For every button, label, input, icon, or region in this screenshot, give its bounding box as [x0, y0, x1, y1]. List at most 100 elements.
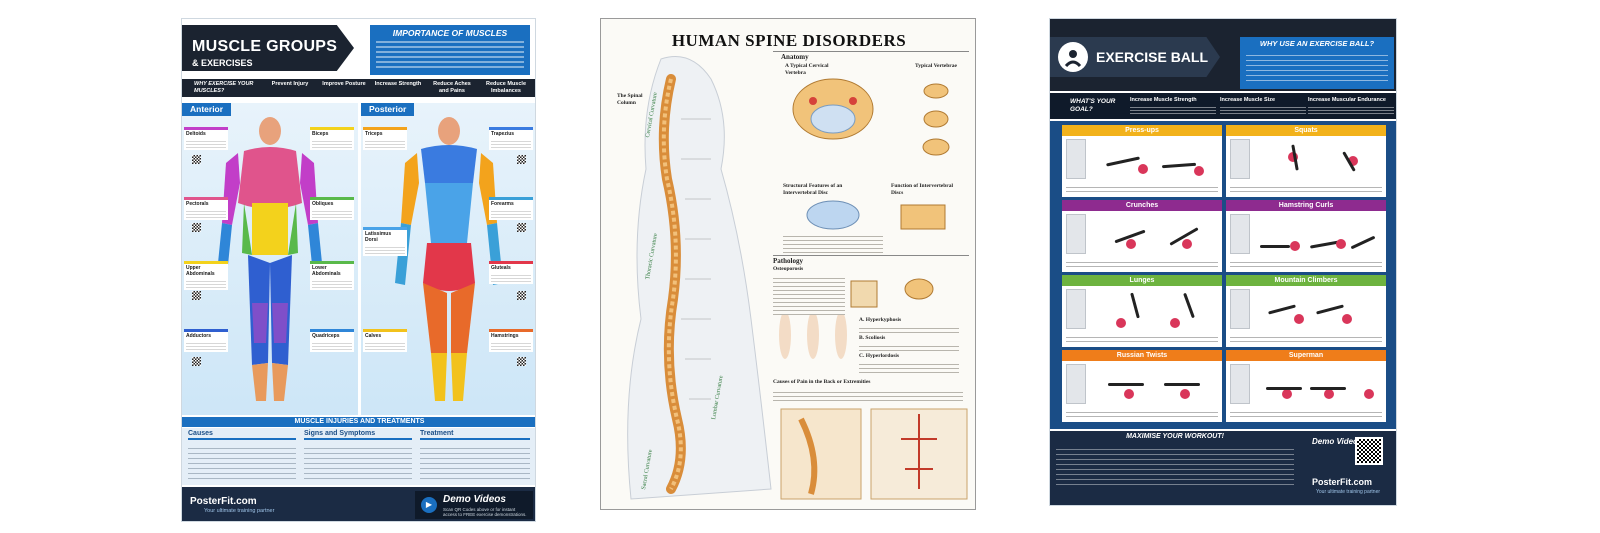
- demo-videos-box[interactable]: ▶ Demo Videos Scan QR Codes above or for…: [415, 491, 533, 519]
- person-figure: [1266, 387, 1302, 390]
- person-figure: [1316, 304, 1344, 315]
- qr-code-icon[interactable]: [192, 223, 201, 232]
- label-spinal-column: The Spinal Column: [617, 93, 643, 106]
- injury-column: Signs and Symptoms: [304, 430, 412, 483]
- muscle-label-triceps: Triceps: [363, 127, 407, 150]
- brand-logo[interactable]: PosterFit.com: [1312, 477, 1373, 487]
- injury-column-title: Causes: [188, 430, 296, 440]
- exercise-ball-icon: [1058, 42, 1088, 72]
- injury-column-title: Treatment: [420, 430, 530, 440]
- label-typical-vertebrae: Typical Vertebrae: [915, 63, 957, 69]
- qr-code-icon[interactable]: [192, 357, 201, 366]
- ball-icon: [1182, 239, 1192, 249]
- muscle-label-text: Deltoids: [186, 131, 206, 137]
- person-figure: [1106, 156, 1140, 167]
- exercise-card[interactable]: Press-ups: [1062, 125, 1222, 197]
- muscle-label-text: Lower Abdominals: [312, 265, 341, 277]
- muscle-label-text: Calves: [365, 333, 382, 339]
- ball-icon: [1294, 314, 1304, 324]
- person-figure: [1183, 292, 1195, 319]
- text-lines: [1066, 184, 1218, 195]
- muscle-label-text: Quadriceps: [312, 333, 340, 339]
- muscle-groups-poster[interactable]: MUSCLE GROUPS & EXERCISES IMPORTANCE OF …: [181, 18, 536, 522]
- qr-code-icon[interactable]: [517, 291, 526, 300]
- exercise-card[interactable]: Squats: [1226, 125, 1386, 197]
- muscle-diagram-icon: [1230, 139, 1250, 179]
- muscle-label-forearms: Forearms: [489, 197, 533, 220]
- muscle-diagram-icon: [1066, 364, 1086, 404]
- divider: [773, 51, 969, 52]
- label-osteoporosis: Osteoporosis: [773, 266, 804, 272]
- muscle-label-lats: Latissimus Dorsi: [363, 227, 407, 256]
- poster-header: EXERCISE BALL WHY USE AN EXERCISE BALL?: [1050, 19, 1396, 91]
- muscle-label-quadriceps: Quadriceps: [310, 329, 354, 352]
- exercise-figures: [1226, 361, 1386, 407]
- qr-code-icon[interactable]: [517, 357, 526, 366]
- exercise-card[interactable]: Russian Twists: [1062, 350, 1222, 422]
- muscle-label-calves: Calves: [363, 329, 407, 352]
- poster-footer: MAXIMISE YOUR WORKOUT! Demo Videos Poste…: [1050, 431, 1396, 505]
- spine-illustration: [627, 56, 968, 500]
- label-hyperlordosis: C. Hyperlordosis: [859, 353, 900, 359]
- muscle-label-text: Obliques: [312, 201, 334, 207]
- label-structural: Structural Features of an Intervertebral…: [783, 183, 843, 196]
- person-figure: [1268, 304, 1296, 315]
- text-lines: [188, 444, 296, 480]
- qr-code-icon[interactable]: [1355, 437, 1383, 465]
- brand-logo[interactable]: PosterFit.com: [190, 496, 257, 507]
- muscle-label-adductors: Adductors: [184, 329, 228, 352]
- exercise-card[interactable]: Lunges: [1062, 275, 1222, 347]
- benefit-item: Increase Strength: [374, 81, 422, 87]
- person-figure: [1350, 235, 1376, 250]
- section-pathology: Pathology: [773, 257, 803, 265]
- label-causes: Causes of Pain in the Back or Extremitie…: [773, 379, 871, 385]
- why-exercise-row: WHY EXERCISE YOUR MUSCLES? Prevent Injur…: [182, 79, 535, 97]
- exercise-title: Mountain Climbers: [1226, 275, 1386, 286]
- text-line: [376, 41, 524, 43]
- ball-icon: [1282, 389, 1292, 399]
- muscle-label-lower-abs: Lower Abdominals: [310, 261, 354, 290]
- injuries-section: Causes Signs and Symptoms Treatment: [182, 428, 535, 485]
- text-lines: [1246, 51, 1388, 85]
- ball-icon: [1124, 389, 1134, 399]
- qr-code-icon[interactable]: [192, 155, 201, 164]
- person-figure: [1161, 162, 1197, 169]
- exercise-figures: [1226, 136, 1386, 182]
- exercise-ball-poster[interactable]: EXERCISE BALL WHY USE AN EXERCISE BALL? …: [1049, 18, 1397, 506]
- play-icon[interactable]: ▶: [421, 497, 437, 513]
- poster-subtitle: & EXERCISES: [192, 58, 253, 68]
- goal-item: Increase Muscle Size: [1220, 97, 1306, 115]
- exercise-figures: [1226, 211, 1386, 257]
- exercise-card[interactable]: Superman: [1226, 350, 1386, 422]
- exercise-figures: [1062, 286, 1222, 332]
- text-lines: [859, 361, 959, 373]
- exercise-card[interactable]: Mountain Climbers: [1226, 275, 1386, 347]
- benefit-item: Reduce Muscle Imbalances: [485, 81, 527, 94]
- muscle-label-biceps: Biceps: [310, 127, 354, 150]
- ball-icon: [1170, 318, 1180, 328]
- muscle-diagram-icon: [1230, 214, 1250, 254]
- ball-icon: [1180, 389, 1190, 399]
- brand-tagline: Your ultimate training partner: [204, 508, 275, 514]
- qr-code-icon[interactable]: [192, 291, 201, 300]
- person-figure: [1164, 383, 1200, 386]
- goal-label: WHAT'S YOUR GOAL?: [1070, 98, 1116, 113]
- exercise-figures: [1062, 211, 1222, 257]
- qr-code-icon[interactable]: [517, 155, 526, 164]
- exercise-title: Hamstring Curls: [1226, 200, 1386, 211]
- person-figure: [1310, 387, 1346, 390]
- text-lines: [859, 325, 959, 333]
- muscle-label-text: Biceps: [312, 131, 329, 137]
- exercise-title: Crunches: [1062, 200, 1222, 211]
- anterior-panel: Anterior Deltoids Pectorals Upper Abdomi…: [182, 103, 358, 415]
- goal-text: Increase Muscle Size: [1220, 97, 1276, 103]
- person-figure: [1108, 383, 1144, 386]
- qr-code-icon[interactable]: [517, 223, 526, 232]
- spine-disorders-poster[interactable]: HUMAN SPINE DISORDERS: [600, 18, 976, 510]
- demo-videos-title[interactable]: Demo Videos: [1312, 437, 1363, 446]
- goal-row: WHAT'S YOUR GOAL? Increase Muscle Streng…: [1050, 93, 1396, 119]
- exercise-figures: [1062, 361, 1222, 407]
- exercise-card[interactable]: Crunches: [1062, 200, 1222, 272]
- exercise-card[interactable]: Hamstring Curls: [1226, 200, 1386, 272]
- exercise-figures: [1062, 136, 1222, 182]
